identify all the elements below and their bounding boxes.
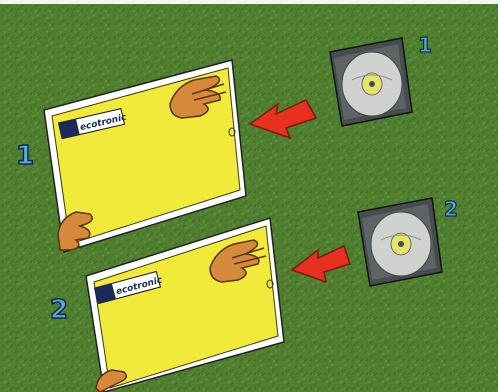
cd-case-1 [330,38,412,126]
cd-1-step-label: 1 [418,33,432,57]
card-2-step-label: 2 [50,295,68,325]
cd-2-step-label: 2 [444,197,458,221]
cd-case-2 [358,198,442,286]
top-border [0,0,498,4]
card-1-step-label: 1 [16,141,34,171]
